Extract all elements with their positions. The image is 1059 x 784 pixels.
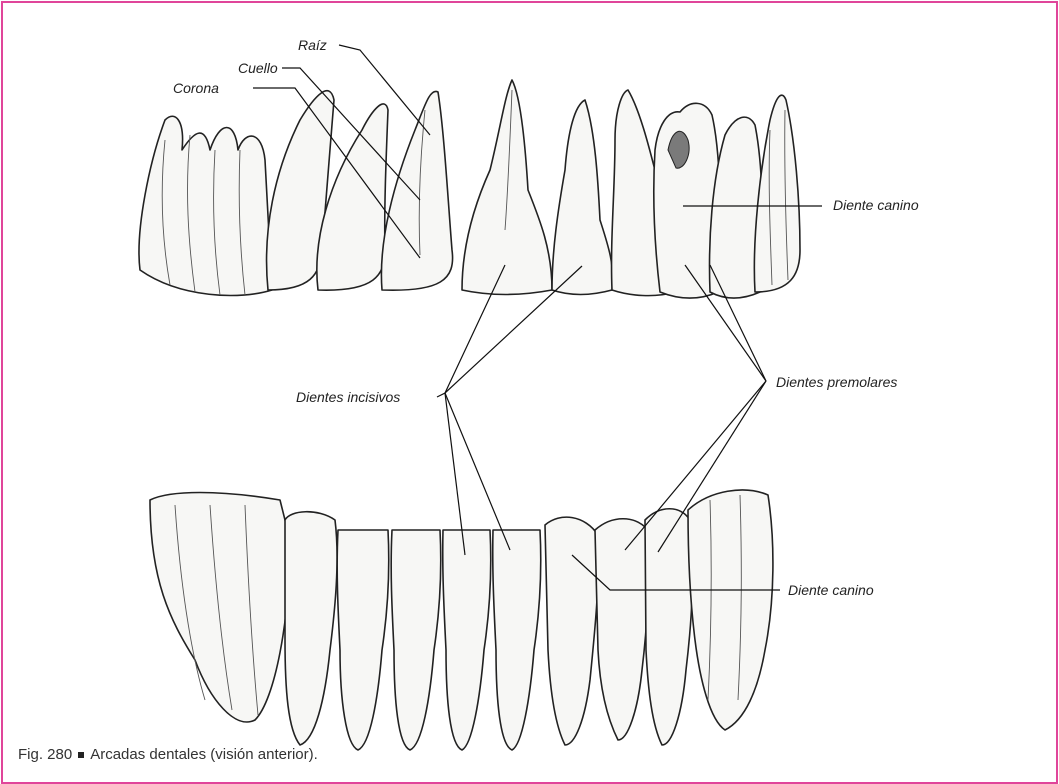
- label-diente-canino-superior: Diente canino: [833, 197, 919, 213]
- label-dientes-incisivos: Dientes incisivos: [296, 389, 400, 405]
- caption-figure-number: Fig. 280: [18, 746, 72, 763]
- label-diente-canino-inferior: Diente canino: [788, 582, 874, 598]
- label-raiz: Raíz: [298, 37, 327, 53]
- upper-dental-arch: [139, 80, 800, 298]
- figure-caption: Fig. 280 Arcadas dentales (visión anterio…: [18, 746, 318, 763]
- caption-bullet-icon: [78, 752, 84, 758]
- label-cuello: Cuello: [238, 60, 278, 76]
- label-dientes-premolares: Dientes premolares: [776, 374, 897, 390]
- caption-text: Arcadas dentales (visión anterior).: [90, 746, 318, 763]
- label-corona: Corona: [173, 80, 219, 96]
